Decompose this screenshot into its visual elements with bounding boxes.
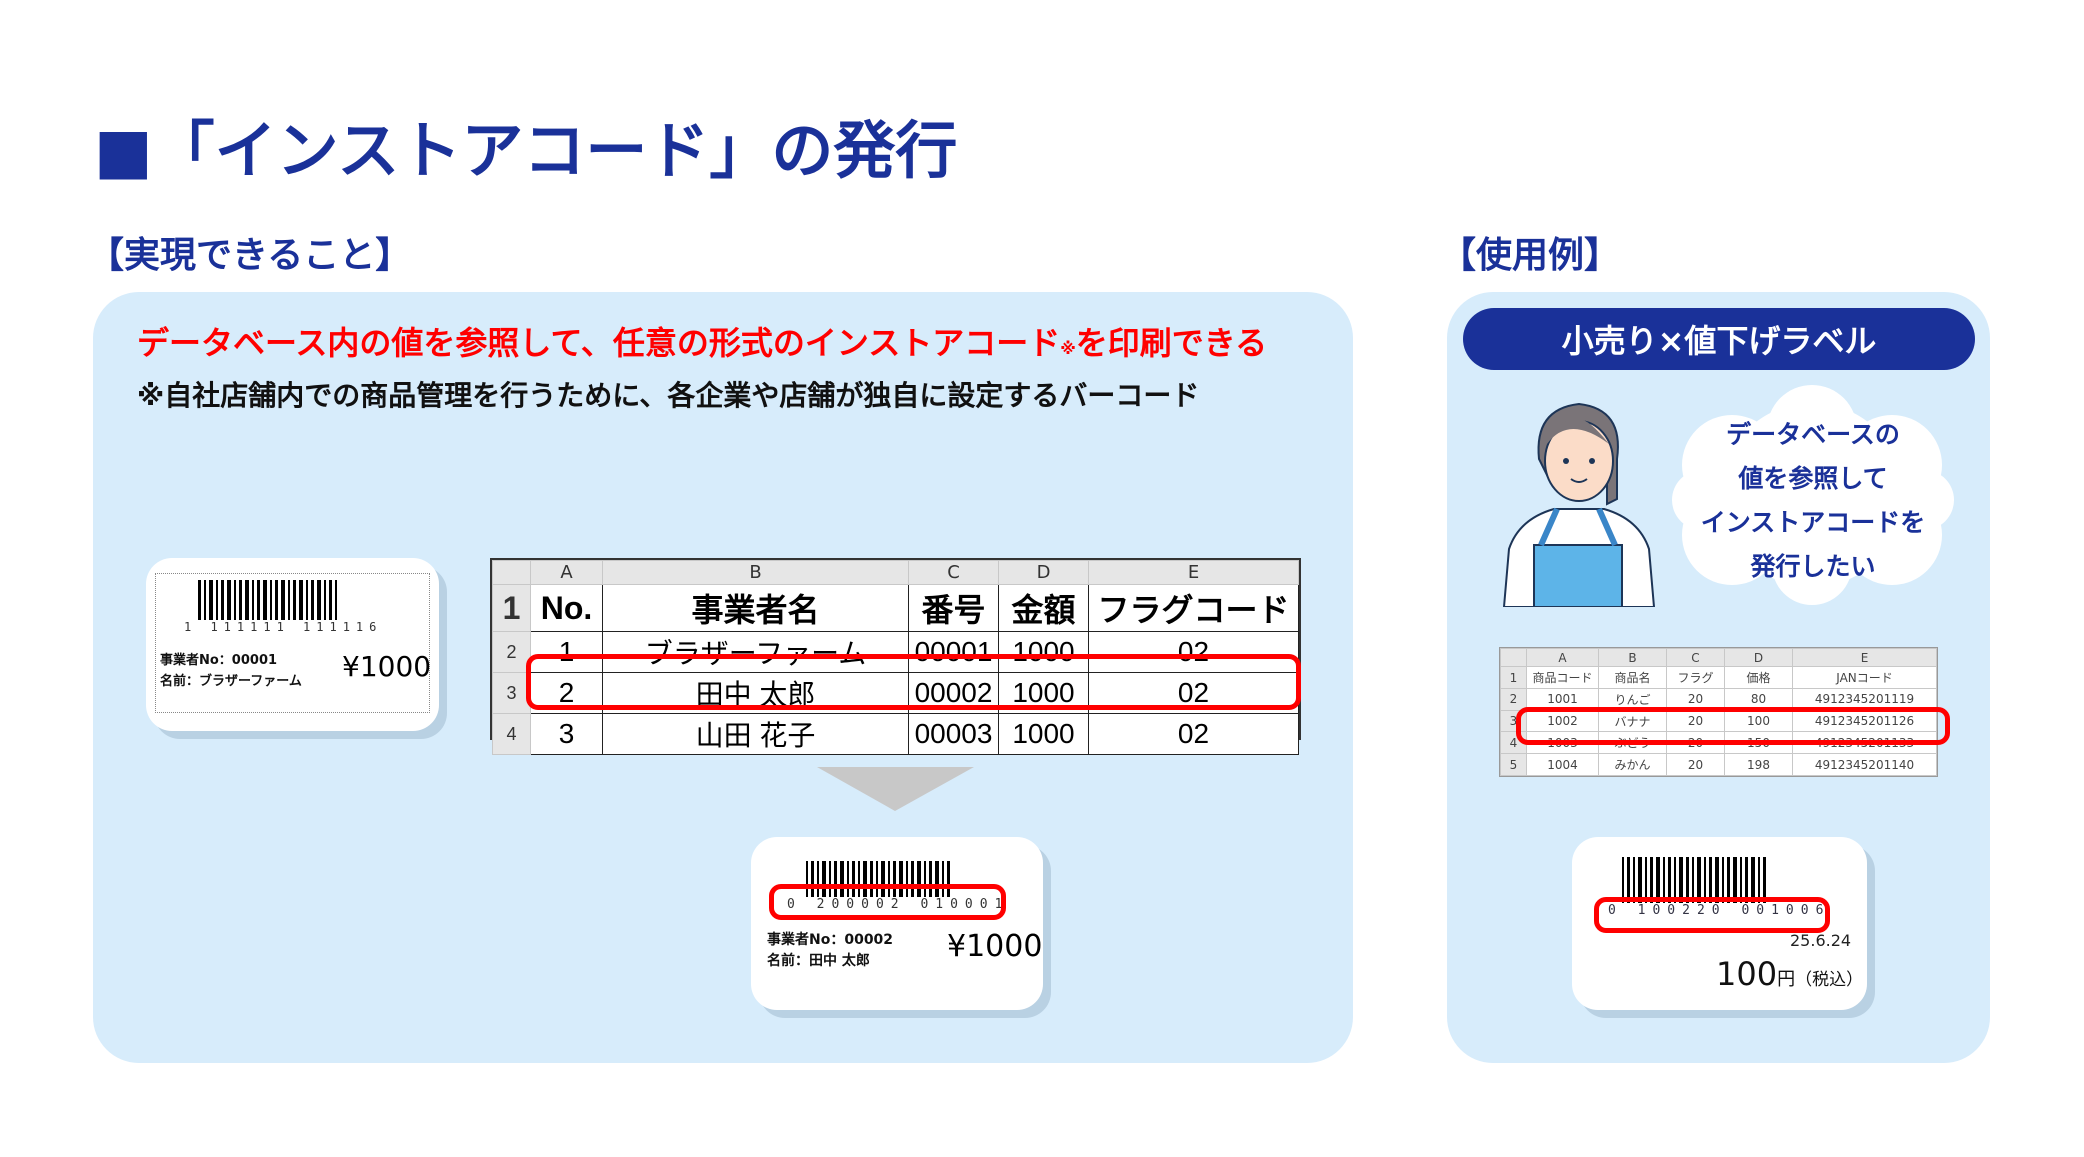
column-header[interactable]: A [530,560,603,585]
cell[interactable]: 1001 [1526,687,1599,711]
cell[interactable]: 3 [530,713,603,755]
cell[interactable]: ブラザーファーム [602,631,909,673]
label-template: 1 111111 111116 事業者No：00001 名前：ブラザーファーム … [146,558,439,731]
barcode-digits: 0 100220 001006 [1606,903,1833,918]
cell[interactable]: フラグ [1666,666,1725,689]
shop-clerk-illustration [1502,402,1656,607]
cloud-shape [1672,385,1954,605]
label-price: 100 [1716,955,1778,993]
column-header[interactable]: B [1598,647,1667,668]
headline-mark: ※ [1060,339,1076,358]
column-header[interactable]: C [908,560,999,585]
cell[interactable]: 事業者名 [602,584,909,632]
cell[interactable]: 1 [530,631,603,673]
cell[interactable]: 商品コード [1526,666,1599,689]
cell[interactable]: 198 [1724,753,1793,776]
cell[interactable]: バナナ [1598,709,1667,733]
bubble-line: 値を参照して [1738,464,1888,493]
column-header[interactable]: D [998,560,1089,585]
cell[interactable]: 1000 [998,631,1089,673]
barcode [1622,857,1769,913]
column-header[interactable]: E [1792,647,1937,668]
page-title: ■「インストアコード」の発行 [94,114,958,187]
barcode-digits: 0 200002 010001 [785,897,1012,912]
cell[interactable]: 4912345201119 [1792,687,1937,711]
headline-text: データベース内の値を参照して、任意の形式のインストアコード [137,324,1061,362]
speech-bubble: データベースの 値を参照して インストアコードを 発行したい [1672,385,1954,605]
column-header[interactable]: C [1666,647,1725,668]
label-price-group: 100円（税込） [1716,955,1863,993]
headline: データベース内の値を参照して、任意の形式のインストアコード※を印刷できる [137,318,1267,364]
cell[interactable]: 00003 [908,713,999,755]
barcode [198,580,340,628]
column-header[interactable]: E [1088,560,1299,585]
barcode-digits: 1 111111 111116 [182,620,385,634]
cell[interactable]: 番号 [908,584,999,632]
bubble-line: インストアコードを [1700,508,1926,537]
section-title-example: 【使用例】 [1440,235,1621,276]
bubble-line: 発行したい [1750,552,1876,581]
label-date: 25.6.24 [1790,931,1852,950]
label-line-1: 事業者No：00001 [160,653,278,668]
column-header[interactable]: B [602,560,909,585]
cell[interactable]: 02 [1088,713,1299,755]
highlight-row-box [526,654,1301,710]
cell[interactable]: 1000 [998,713,1089,755]
highlight-row-box [1516,707,1950,745]
bubble-line: データベースの [1726,420,1900,449]
column-header[interactable]: A [1526,647,1599,668]
row-header[interactable]: 1 [492,584,531,632]
cell[interactable]: 価格 [1724,666,1793,689]
label-line-2: 名前：ブラザーファーム [160,674,302,689]
cell[interactable]: フラグコード [1088,584,1299,632]
corner-cell [1500,647,1527,668]
cell[interactable]: 商品名 [1598,666,1667,689]
highlight-digits-box [1594,897,1830,933]
cell[interactable]: 金額 [998,584,1089,632]
column-header[interactable]: D [1724,647,1793,668]
cell[interactable]: 4912345201140 [1792,753,1937,776]
cell[interactable]: JANコード [1792,666,1937,689]
row-header[interactable]: 2 [492,631,531,673]
cell[interactable]: No. [530,584,603,632]
corner-cell [492,560,531,585]
label-line-1: 事業者No：00002 [767,932,894,948]
cell[interactable]: 00001 [908,631,999,673]
label-tax: （税込） [1795,970,1864,990]
section-title-capabilities: 【実現できること】 [88,235,412,276]
row-header[interactable]: 5 [1500,753,1527,776]
cell[interactable]: 1004 [1526,753,1599,776]
row-header[interactable]: 1 [1500,666,1527,689]
down-arrow-icon [817,767,974,811]
markdown-label: 0 100220 001006 25.6.24 100円（税込） [1572,837,1867,1010]
row-header[interactable]: 4 [492,713,531,755]
label-output: 0 200002 010001 事業者No：00002 名前：田中 太郎 ¥10… [751,837,1043,1010]
row-header[interactable]: 3 [492,672,531,714]
use-case-pill: 小売り×値下げラベル [1463,308,1975,370]
footnote: ※自社店舗内での商品管理を行うために、各企業や店舗が独自に設定するバーコード [137,379,1200,412]
label-price: ¥1000 [342,650,432,683]
cell[interactable]: みかん [1598,753,1667,776]
label-price: ¥1000 [947,929,1043,964]
cell[interactable]: 20 [1666,753,1725,776]
headline-end: を印刷できる [1075,324,1268,362]
cell[interactable]: 20 [1666,687,1725,711]
label-line-2: 名前：田中 太郎 [767,953,870,969]
highlight-digits-box [769,884,1006,920]
label-unit: 円 [1777,969,1796,990]
cell[interactable]: 山田 花子 [602,713,909,755]
